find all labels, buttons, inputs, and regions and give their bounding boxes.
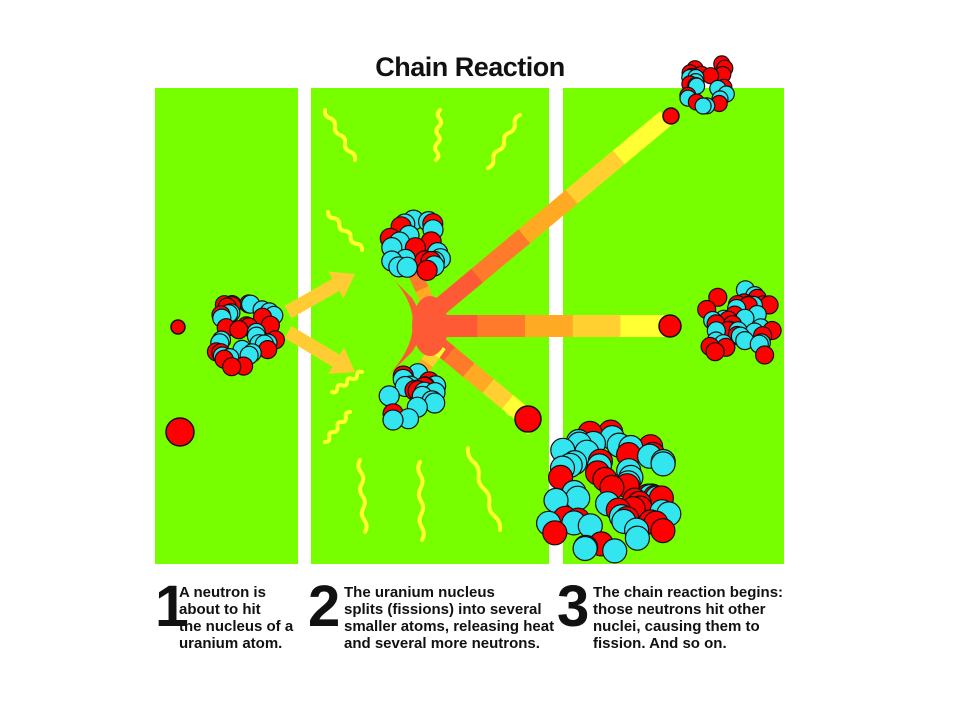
- fragment-nucleus-upper: [379, 209, 451, 281]
- step-3-line: those neutrons hit other: [593, 601, 766, 618]
- step-3-caption: 3 The chain reaction begins: those neutr…: [557, 578, 807, 682]
- neutron-legend: [165, 417, 195, 447]
- step-1-line: the nucleus of a: [179, 618, 294, 635]
- neutron-beam-segment: [477, 315, 526, 337]
- step-3-text: The chain reaction begins: those neutron…: [593, 584, 783, 652]
- released-neutron: [662, 107, 680, 125]
- neutron-beam-segment: [525, 315, 573, 337]
- incoming-neutron: [170, 319, 186, 335]
- step-1-line: uranium atom.: [179, 635, 283, 652]
- nucleon: [396, 256, 418, 278]
- nucleon: [572, 535, 598, 562]
- nucleon: [754, 345, 775, 365]
- nucleon: [694, 97, 712, 115]
- heat-wave: [323, 410, 352, 444]
- yellow-arrow: [284, 271, 355, 319]
- step-2-line: and several more neutrons.: [344, 635, 540, 652]
- step-2-text: The uranium nucleus splits (fissions) in…: [344, 584, 554, 652]
- heat-wave: [322, 108, 358, 162]
- step-1-text: A neutron is about to hit the nucleus of…: [179, 584, 293, 652]
- nucleon: [602, 538, 628, 564]
- heat-wave: [433, 108, 443, 162]
- step-2-line: The uranium nucleus: [344, 584, 495, 601]
- nucleon: [650, 451, 676, 477]
- nucleon: [416, 259, 438, 281]
- neutron-beam-segment: [518, 189, 578, 244]
- heat-wave: [356, 458, 369, 534]
- released-neutron: [658, 314, 682, 338]
- target-nucleus-middle: [697, 280, 782, 365]
- nucleon: [650, 517, 676, 544]
- step-1-caption: 1 A neutron is about to hit the nucleus …: [155, 578, 305, 682]
- nucleon: [229, 320, 249, 340]
- step-1-number: 1: [155, 574, 188, 639]
- target-nucleus-large: [535, 419, 682, 564]
- neutron-beam-segment: [463, 363, 494, 393]
- step-2-line: splits (fissions) into several: [344, 601, 542, 618]
- heat-wave: [465, 446, 503, 532]
- neutron-beam-segment: [471, 229, 531, 283]
- fragment-nucleus-lower: [378, 363, 447, 431]
- nucleon: [705, 342, 725, 362]
- fission-flash-core: [412, 296, 448, 356]
- nucleon: [624, 525, 651, 551]
- nucleon: [542, 520, 568, 546]
- heat-wave: [326, 210, 364, 252]
- target-nucleus-top: [679, 55, 735, 115]
- neutron-beam-segment: [482, 379, 514, 409]
- step-3-line: The chain reaction begins:: [593, 584, 784, 601]
- nucleon: [424, 392, 446, 414]
- neutron-beam-segment: [565, 150, 625, 204]
- nucleon: [222, 357, 242, 377]
- step-1-line: A neutron is: [179, 584, 266, 601]
- step-3-line: fission. And so on.: [593, 635, 727, 652]
- nucleon: [708, 287, 728, 307]
- diagram-title: Chain Reaction: [375, 52, 565, 82]
- nucleon: [378, 385, 400, 407]
- step-1-line: about to hit: [179, 601, 261, 618]
- neutron-beam-segment: [620, 315, 668, 337]
- step-3-line: nuclei, causing them to: [593, 618, 760, 635]
- uranium-nucleus-step-1: [206, 294, 285, 377]
- heat-wave: [486, 113, 522, 170]
- neutron-beam-segment: [613, 111, 672, 165]
- neutron-beam-segment: [443, 347, 475, 377]
- step-2-line: smaller atoms, releasing heat: [344, 618, 555, 635]
- step-3-number: 3: [557, 574, 590, 639]
- heat-wave: [416, 460, 426, 542]
- neutron-beam-segment: [572, 315, 621, 337]
- nucleon: [258, 340, 278, 360]
- released-neutron: [514, 405, 542, 433]
- nucleon: [382, 409, 404, 431]
- step-2-caption: 2 The uranium nucleus splits (fissions) …: [308, 578, 558, 682]
- step-2-number: 2: [308, 574, 341, 639]
- heat-wave: [330, 369, 364, 395]
- yellow-arrow: [284, 326, 355, 374]
